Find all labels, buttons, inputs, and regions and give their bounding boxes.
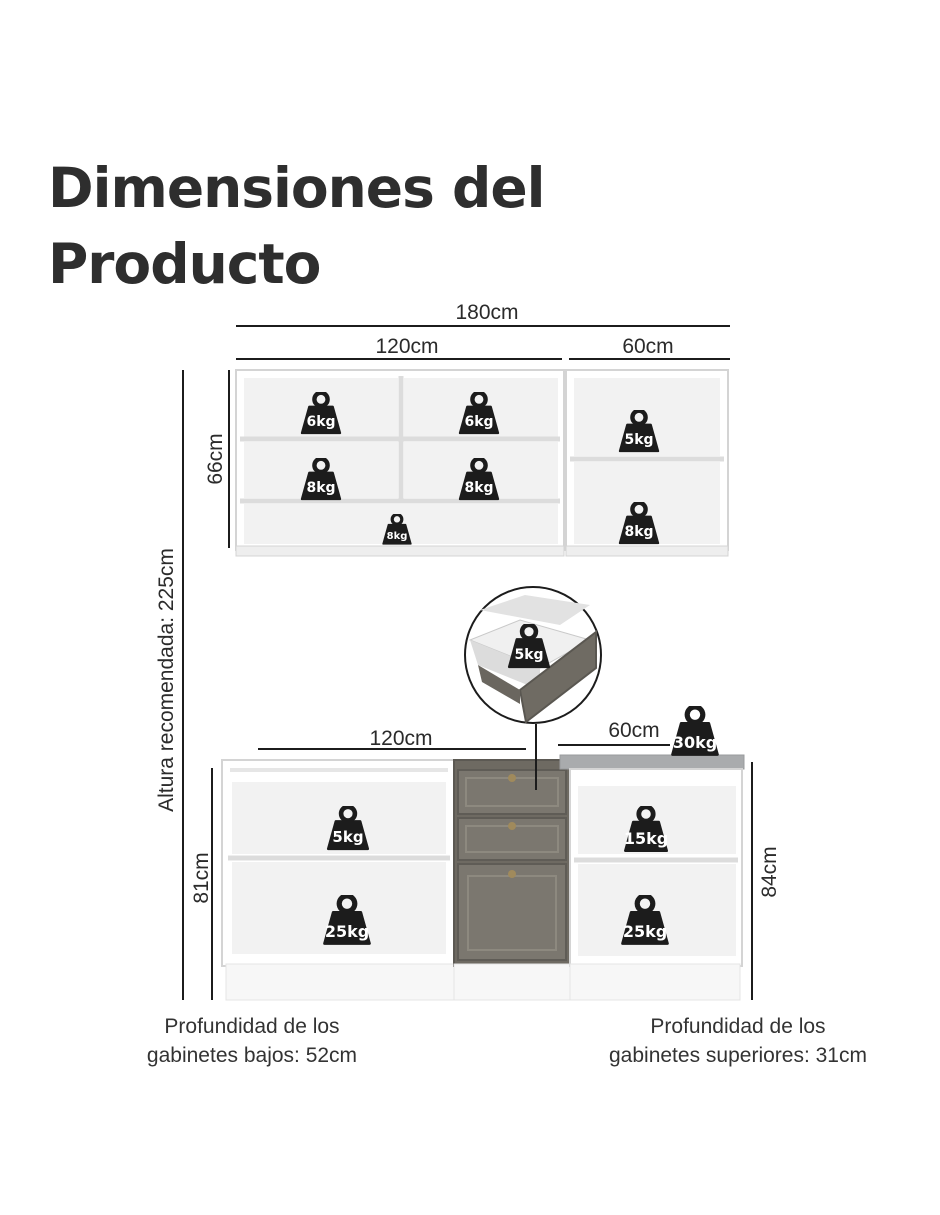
dimension-lines (182, 325, 753, 1000)
weight-icon: 5kg (620, 411, 658, 451)
upper-depth-note: Profundidad de los gabinetes superiores:… (580, 1012, 896, 1070)
label-lower-right-height: 84cm (758, 846, 781, 897)
weight-label: 5kg (624, 432, 653, 448)
weight-label: 15kg (624, 829, 668, 848)
upper-cabinet-left (235, 369, 565, 557)
upper-depth-line-1: Profundidad de los (650, 1015, 826, 1038)
weight-label: 5kg (332, 828, 363, 846)
weight-icon: 8kg (620, 503, 658, 543)
lower-cabinet-left (221, 759, 455, 1001)
lower-depth-line-2: gabinetes bajos: 52cm (146, 1044, 358, 1067)
weight-icon: 6kg (460, 393, 498, 433)
weight-icon: 5kg (328, 807, 368, 849)
weight-label: 30kg (673, 733, 717, 752)
weight-icon: 8kg (381, 514, 413, 546)
weight-icon: 25kg (622, 896, 667, 944)
drawer-cabinet (453, 759, 571, 1001)
label-lower-left-width: 120cm (369, 727, 432, 750)
weight-icon: 8kg (302, 459, 340, 499)
label-upper-right-width: 60cm (622, 335, 673, 358)
label-lower-left-height: 81cm (190, 852, 213, 903)
label-lower-right-width: 60cm (608, 719, 659, 742)
upper-depth-line-2: gabinetes superiores: 31cm (609, 1044, 867, 1067)
lower-cabinet-right (559, 754, 745, 1001)
door-knob (508, 870, 516, 878)
weight-icon: 6kg (302, 393, 340, 433)
weight-label: 25kg (623, 922, 667, 941)
label-upper-left-width: 120cm (375, 335, 438, 358)
weight-label: 8kg (306, 480, 335, 496)
page-title: Dimensiones del Producto (48, 150, 608, 302)
weight-label: 8kg (464, 480, 493, 496)
weight-icon: 15kg (624, 807, 668, 851)
weight-label: 5kg (514, 647, 543, 663)
lower-depth-note: Profundidad de los gabinetes bajos: 52cm (112, 1012, 392, 1070)
weight-icon: 25kg (324, 896, 369, 944)
weight-label: 25kg (325, 922, 369, 941)
weight-icon: 8kg (460, 459, 498, 499)
drawer-knob-2 (508, 822, 516, 830)
weight-icon: 5kg (509, 625, 549, 667)
weight-icon: 30kg (672, 707, 717, 755)
weight-label: 6kg (464, 414, 493, 430)
drawer-knob-1 (508, 774, 516, 782)
page-title-line-2: Producto (48, 232, 321, 296)
weight-label: 8kg (387, 531, 408, 542)
label-upper-total-width: 180cm (455, 301, 518, 324)
countertop (559, 754, 745, 770)
label-recommended-height: Altura recomendada: 225cm (155, 548, 178, 812)
lower-depth-line-1: Profundidad de los (164, 1015, 340, 1038)
label-upper-height: 66cm (204, 433, 227, 484)
page-title-line-1: Dimensiones del (48, 156, 546, 220)
weight-label: 6kg (306, 414, 335, 430)
weight-label: 8kg (624, 524, 653, 540)
